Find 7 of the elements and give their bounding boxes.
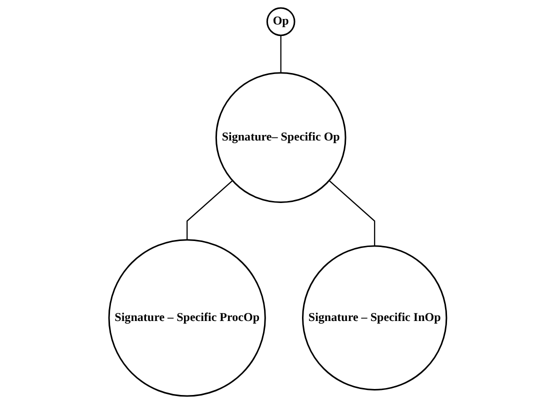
connector (329, 180, 376, 246)
connector (280, 35, 282, 73)
node-circle: Op (266, 7, 296, 36)
connector (186, 180, 234, 240)
node-circle: Signature – Specific ProcOp (108, 239, 266, 397)
node-circle: Signature– Specific Op (216, 72, 347, 203)
node-circle: Signature – Specific InOp (302, 245, 448, 390)
